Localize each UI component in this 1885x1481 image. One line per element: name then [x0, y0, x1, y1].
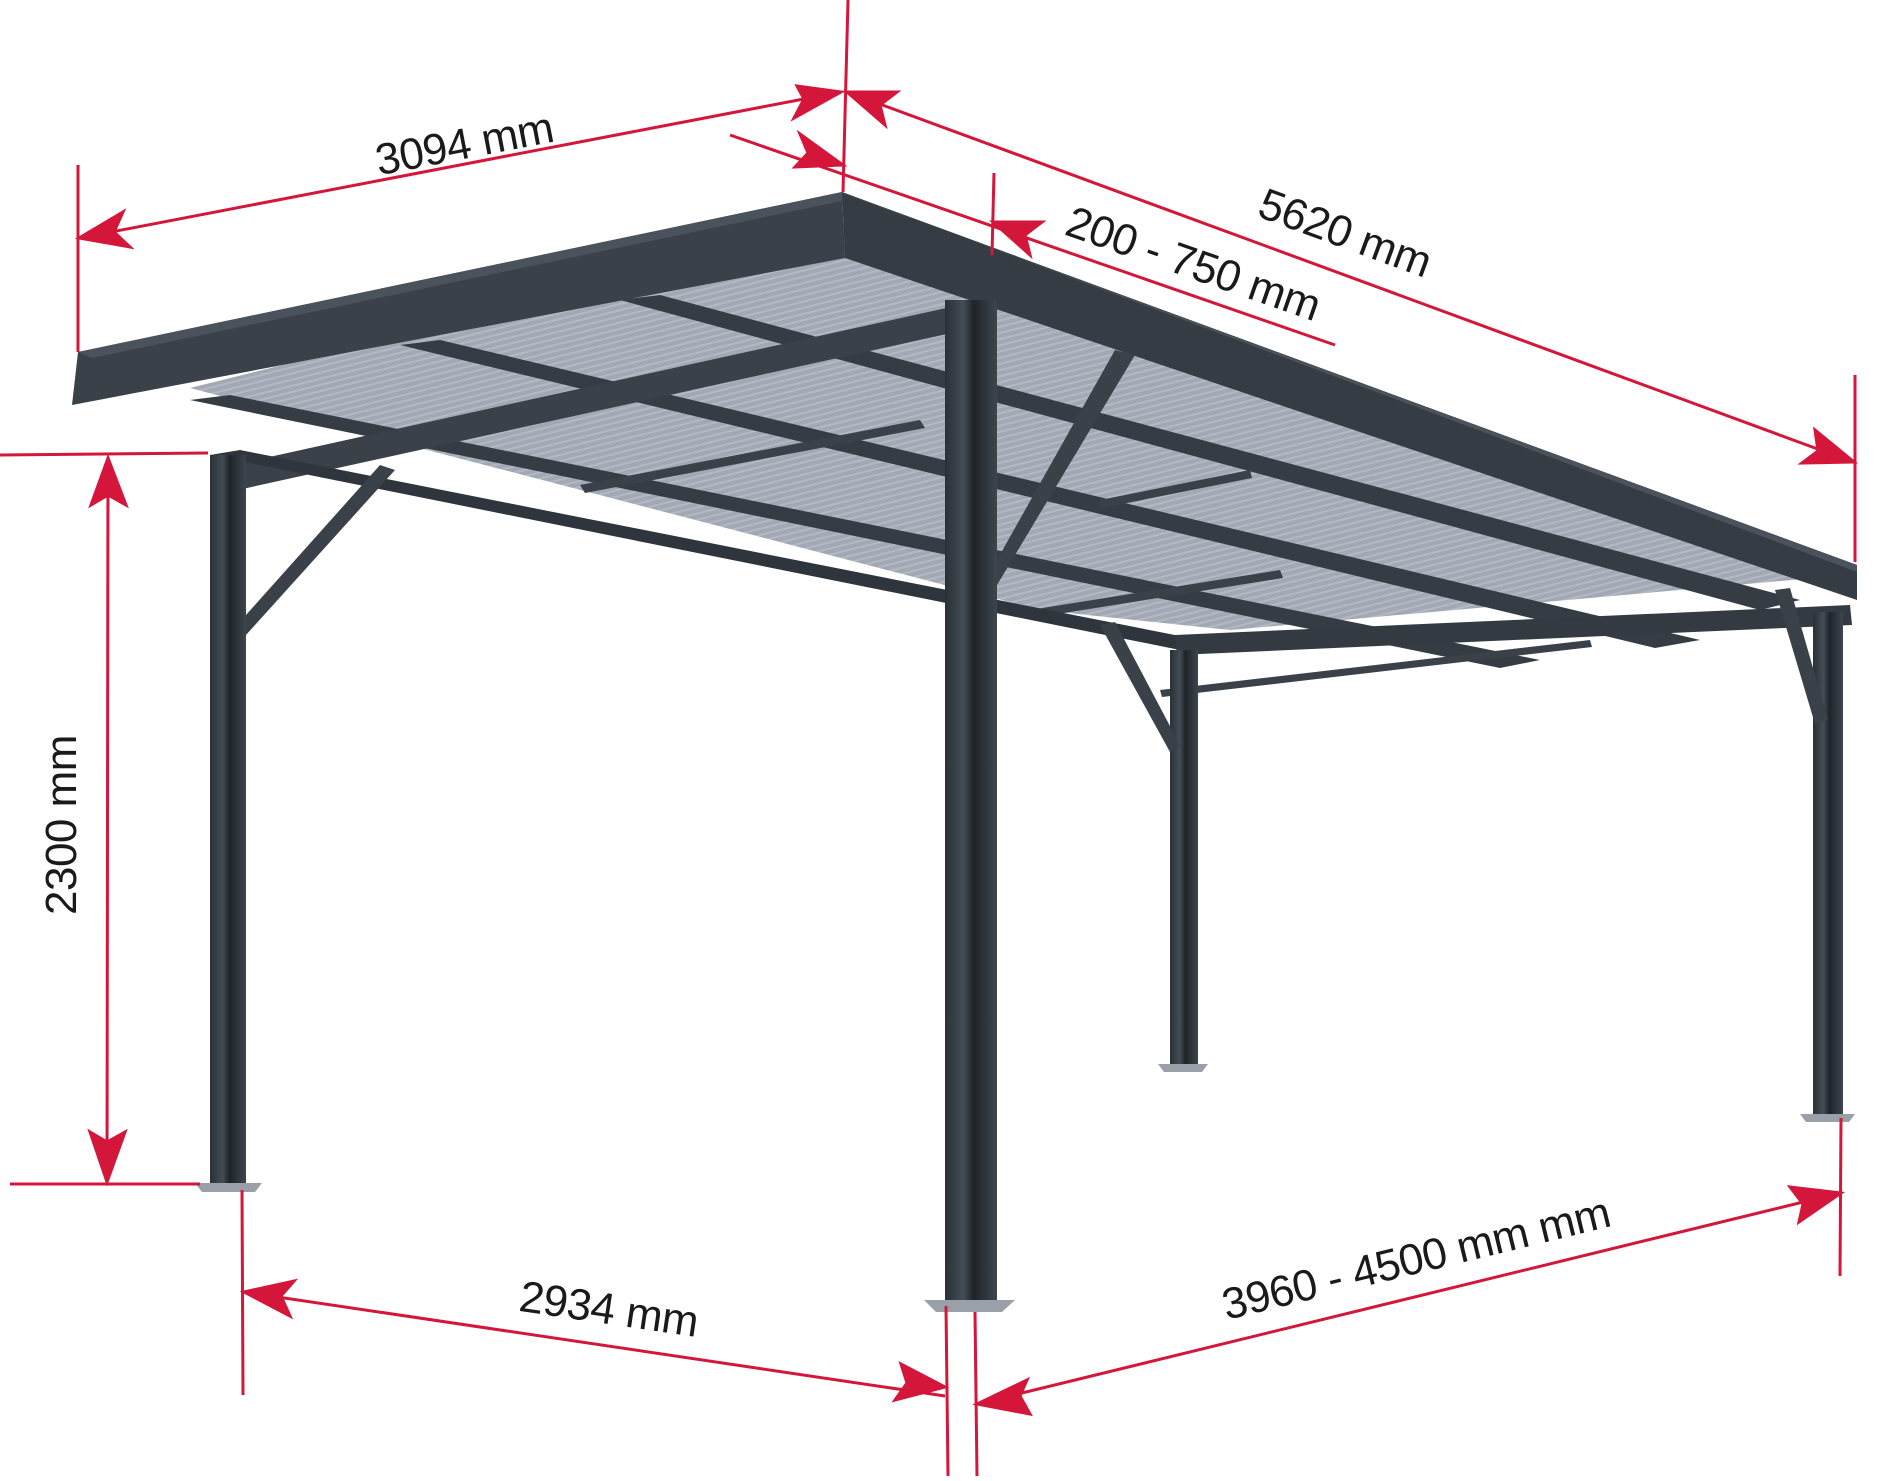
brace-middle-rear	[1100, 622, 1180, 752]
roof-rail-2	[1030, 570, 1283, 618]
arrow-overhang-right	[989, 220, 1047, 260]
arrow-height-top	[88, 453, 129, 509]
arrow-side-spacing-left	[972, 1376, 1033, 1417]
label-clearance-height: 2300 mm	[37, 735, 86, 915]
dim-line-overhang	[729, 133, 1336, 347]
ext-line-height-top	[0, 451, 209, 457]
dim-line-front-spacing	[243, 1290, 946, 1398]
ext-line-center-post-a	[944, 1305, 950, 1477]
ext-line-right-post-down	[1838, 1117, 1843, 1277]
roof-beam-3	[190, 395, 1540, 668]
roof-front-fascia-top	[78, 192, 856, 358]
ext-line-center-post-b	[973, 1311, 979, 1477]
roof-cross-beam	[210, 305, 965, 495]
roof-rail-3	[1160, 640, 1592, 697]
posts	[195, 300, 1855, 1312]
brace-right-rear	[1775, 588, 1828, 724]
roof-rail-1	[580, 420, 925, 493]
post-base-right-rear	[1800, 1114, 1855, 1122]
ext-line-corner-top	[841, 0, 850, 193]
post-base-center-front	[924, 1300, 1015, 1312]
arrow-roof-width-left	[74, 208, 135, 250]
roof-beam-2	[620, 295, 1800, 610]
arrow-side-spacing-right	[1786, 1185, 1846, 1226]
post-middle-rear	[1170, 650, 1198, 1068]
dim-line-roof-width	[79, 90, 841, 240]
post-center-front	[945, 300, 997, 1305]
arrow-front-spacing-left	[239, 1278, 299, 1320]
arrow-roof-width-right	[790, 84, 846, 122]
ext-line-overhang	[990, 172, 996, 256]
dim-line-side-spacing	[976, 1191, 1841, 1406]
arrow-overhang-left	[791, 129, 848, 169]
arrow-roof-length-left	[842, 90, 902, 130]
post-left-front	[210, 455, 246, 1185]
dim-line-height	[105, 457, 110, 1183]
roof-side-fascia	[842, 192, 1857, 600]
roof-panels	[190, 225, 1848, 630]
post-base-middle-rear	[1158, 1064, 1208, 1072]
arrow-front-spacing-right	[891, 1360, 950, 1403]
roof-rear-beam	[1175, 605, 1852, 655]
roof-rail-4	[1100, 470, 1252, 508]
post-base-left-front	[195, 1183, 262, 1192]
dim-line-roof-length	[846, 90, 1854, 464]
roof-front-fascia	[72, 192, 845, 405]
brace-left-front	[246, 465, 395, 635]
arrow-height-bottom	[87, 1128, 128, 1187]
brace-center	[997, 350, 1135, 585]
arrow-roof-length-right	[1797, 426, 1859, 465]
roof-side-fascia-top	[842, 192, 1857, 572]
